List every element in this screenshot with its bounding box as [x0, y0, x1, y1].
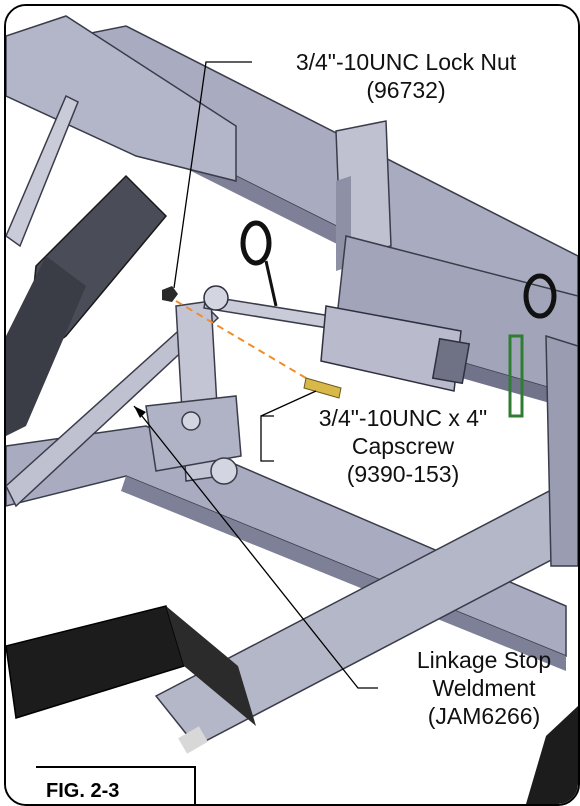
leader-arrowhead [134, 406, 146, 418]
figure-caption: FIG. 2-3 [36, 766, 196, 804]
leader-capscrew-bracket [260, 415, 274, 462]
assembly-axis [175, 300, 317, 385]
linkage-stop-base [145, 395, 242, 472]
callout-lock-nut-line1: 3/4"-10UNC Lock Nut [295, 49, 517, 75]
callout-lock-nut: 3/4"-10UNC Lock Nut (96732) [246, 48, 566, 104]
lift-ring-right [523, 273, 557, 319]
stop-pin [210, 457, 238, 485]
cylinder-end-cap [431, 337, 471, 385]
link-bar-upper [6, 94, 79, 248]
capscrew [303, 377, 342, 399]
hose-band [508, 334, 524, 418]
clevis [203, 285, 229, 311]
leader-lock-nut [173, 61, 252, 289]
callout-lock-nut-line2: (96732) [366, 77, 446, 103]
callout-capscrew-line2: Capscrew [351, 433, 455, 459]
lower-frame-rail-shadow [121, 476, 566, 671]
lift-ring-stem [264, 260, 278, 307]
stop-pin-2 [181, 411, 201, 431]
diagonal-beam [154, 475, 578, 747]
callout-linkage-stop-line2: Weldment [432, 675, 536, 701]
cylinder-decal [178, 726, 208, 754]
left-arm-shadow [6, 256, 86, 436]
lock-nut [162, 286, 178, 302]
bottom-right-part [526, 706, 578, 804]
callout-linkage-stop-line1: Linkage Stop [416, 647, 552, 673]
figure-frame: 3/4"-10UNC Lock Nut (96732) 3/4"-10UNC x… [4, 4, 580, 806]
lift-ring-left [240, 220, 272, 266]
hydraulic-cylinder [320, 305, 462, 392]
leader-linkage-stop [133, 405, 378, 689]
equipment-illustration [6, 6, 578, 804]
callout-capscrew: 3/4"-10UNC x 4" Capscrew (9390-153) [278, 404, 528, 488]
lower-cylinder-end [166, 606, 256, 726]
upper-left-beam [6, 15, 237, 182]
callout-linkage-stop-line3: (JAM6266) [427, 703, 541, 729]
cross-tube [335, 235, 578, 397]
right-side-rail [545, 334, 578, 567]
callout-capscrew-line1: 3/4"-10UNC x 4" [318, 405, 488, 431]
callout-linkage-stop: Linkage Stop Weldment (JAM6266) [384, 646, 578, 730]
link-bar-lower [6, 304, 220, 508]
leader-capscrew [260, 390, 317, 417]
callout-capscrew-line3: (9390-153) [346, 461, 460, 487]
